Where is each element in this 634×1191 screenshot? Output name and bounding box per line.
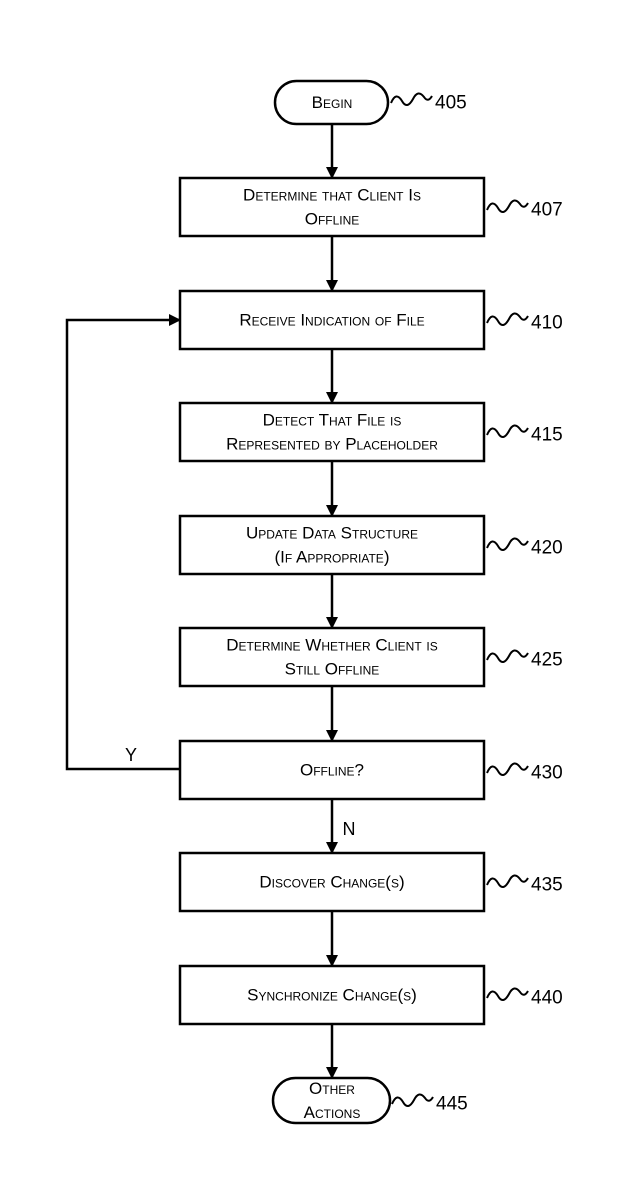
begin-terminal: Begin [275,81,388,124]
ref-415-label: 415 [531,425,563,446]
ref-445-squiggle [392,1094,433,1106]
arrow-loop-yes [67,320,180,769]
ref-440-squiggle [487,988,528,1000]
step-415: Detect That File is Represented by Placeh… [180,403,484,461]
step-440: Synchronize Change(s) [180,966,484,1024]
step-410: Receive Indication of File [180,291,484,349]
step-420-line-2: (If Appropriate) [275,548,390,567]
ref-405-squiggle [391,93,432,105]
ref-425: 425 [487,650,563,671]
ref-410: 410 [487,313,563,334]
ref-420-label: 420 [531,538,563,559]
ref-415-squiggle [487,425,528,437]
step-420: Update Data Structure (If Appropriate) [180,516,484,574]
ref-420-squiggle [487,538,528,550]
step-430-line-1: Offline? [300,761,364,780]
step-425: Determine Whether Client is Still Offline [180,628,484,686]
ref-440-label: 440 [531,988,563,1009]
step-440-line-1: Synchronize Change(s) [247,986,417,1005]
ref-407-squiggle [487,200,528,212]
ref-430-label: 430 [531,763,563,784]
ref-435: 435 [487,875,563,896]
ref-415: 415 [487,425,563,446]
step-425-line-1: Determine Whether Client is [226,636,437,655]
ref-430: 430 [487,763,563,784]
step-425-line-2: Still Offline [285,660,380,679]
step-407-line-1: Determine that Client Is [243,186,421,205]
ref-405: 405 [391,93,467,114]
step-435-line-1: Discover Change(s) [259,873,404,892]
ref-407-label: 407 [531,200,563,221]
ref-440: 440 [487,988,563,1009]
step-420-line-1: Update Data Structure [246,524,418,543]
step-407-line-2: Offline [305,210,360,229]
end-terminal-line-1: Other [309,1079,355,1098]
begin-terminal-line-1: Begin [312,93,353,112]
end-terminal: OtherActions [273,1078,390,1123]
end-terminal-line-2: Actions [304,1103,361,1122]
branch-no-label: N [343,819,356,839]
ref-425-label: 425 [531,650,563,671]
ref-410-label: 410 [531,313,563,334]
ref-420: 420 [487,538,563,559]
ref-425-squiggle [487,650,528,662]
step-410-line-1: Receive Indication of File [239,311,424,330]
ref-410-squiggle [487,313,528,325]
step-415-line-2: Represented by Placeholder [226,435,438,454]
ref-405-label: 405 [435,93,467,114]
ref-435-squiggle [487,875,528,887]
step-407: Determine that Client Is Offline [180,178,484,236]
ref-435-label: 435 [531,875,563,896]
flowchart-edges: YN [67,124,356,1077]
step-415-line-1: Detect That File is [263,411,402,430]
ref-407: 407 [487,200,563,221]
ref-445-label: 445 [436,1094,468,1115]
branch-yes-label: Y [125,745,137,765]
ref-445: 445 [392,1094,468,1115]
step-435: Discover Change(s) [180,853,484,911]
reference-numerals: 405 407 410 415 420 425 430 435 440 445 [391,93,563,1115]
ref-430-squiggle [487,763,528,775]
step-430: Offline? [180,741,484,799]
